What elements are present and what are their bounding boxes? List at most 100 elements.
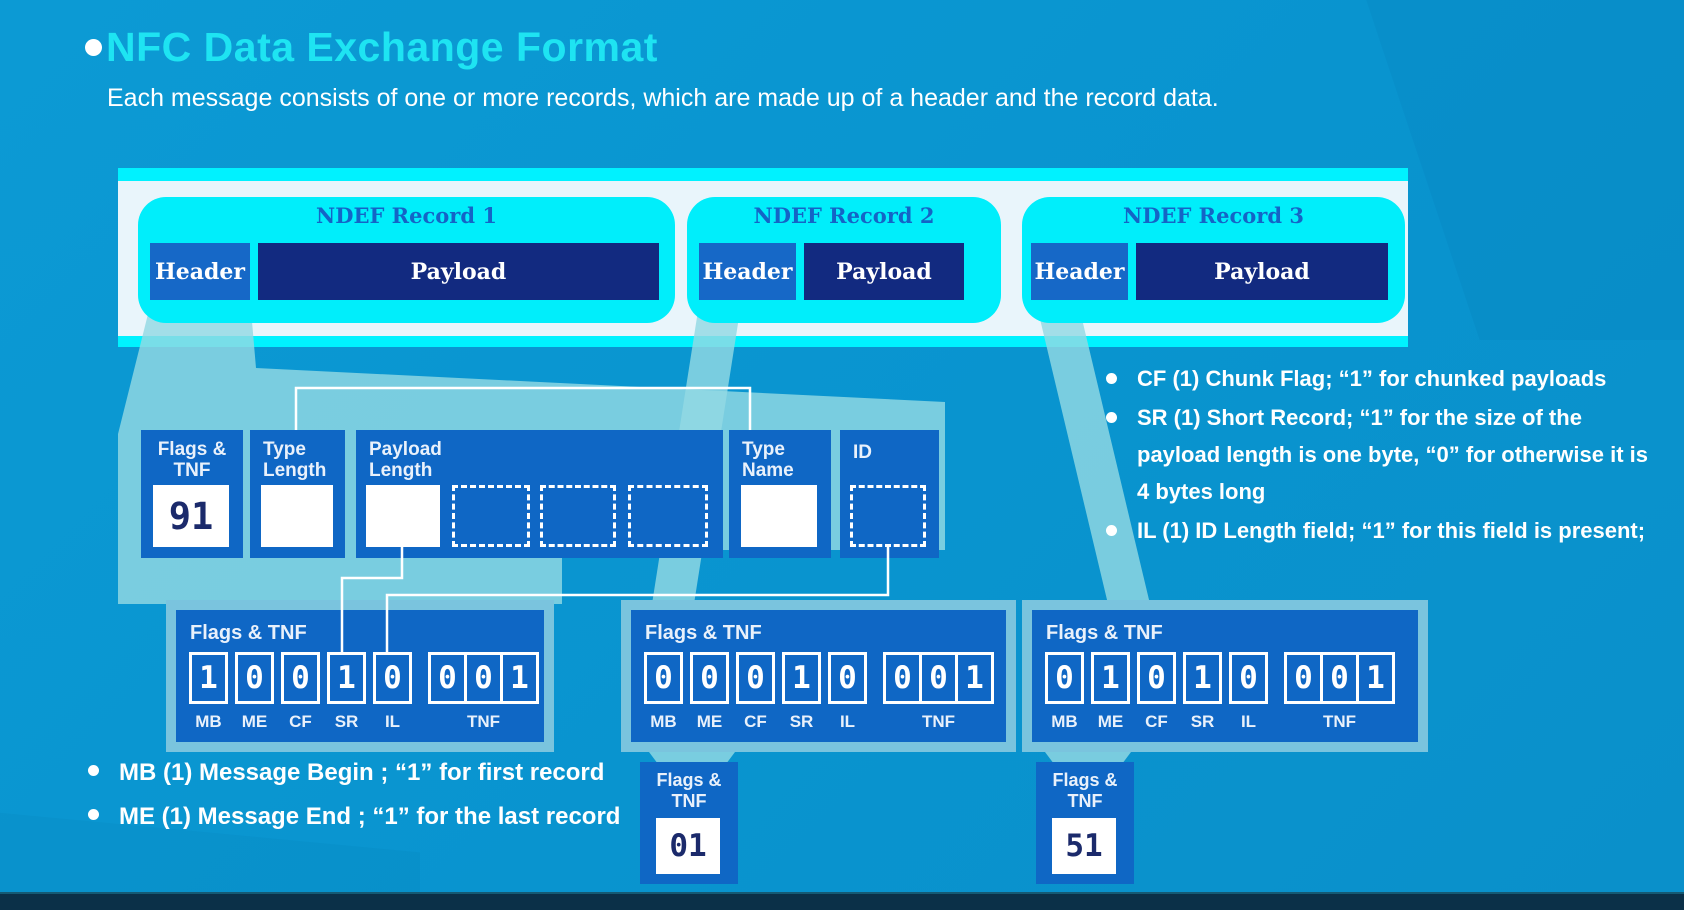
payload-length-optional-byte-1 [452, 485, 530, 547]
flags-group-2: Flags & TNF 0 0 0 1 0 0 0 1 MB ME CF SR … [621, 600, 1016, 752]
flags-group-3: Flags & TNF 0 1 0 1 0 0 0 1 MB ME CF SR … [1022, 600, 1428, 752]
ndef-record-2-title: NDEF Record 2 [753, 203, 935, 228]
flags-group-1: Flags & TNF 1 0 0 1 0 0 0 1 MB ME CF SR … [166, 600, 554, 752]
bit-label-me: ME [241, 712, 268, 731]
record-2-header-box: Header [699, 243, 796, 300]
byte-box-01-label-line2: TNF [671, 791, 707, 811]
note-sr: SR (1) Short Record; “1” for the size of… [1106, 399, 1671, 510]
note-me-text: ME (1) Message End ; “1” for the last re… [119, 803, 621, 830]
byte-box-01-square: 01 [656, 818, 720, 874]
title-bullet-icon [85, 39, 102, 56]
flags-group-1-bits: 1 0 0 1 0 0 0 1 [189, 652, 539, 704]
bit-cf: 0 [736, 652, 775, 704]
record-2-payload-label: Payload [836, 258, 932, 285]
record-2-header-label: Header [702, 258, 793, 285]
flags-group-1-bit-labels: MB ME CF SR IL TNF [189, 712, 539, 732]
flags-group-3-bits: 0 1 0 1 0 0 0 1 [1045, 652, 1395, 704]
bit-label-cf: CF [744, 712, 767, 731]
payload-length-optional-byte-3 [628, 485, 708, 547]
record-2-payload-box: Payload [804, 243, 964, 300]
bit-label-il: IL [1240, 712, 1257, 731]
bit-mb: 0 [644, 652, 683, 704]
bit-sr: 1 [327, 652, 366, 704]
bit-il: 0 [828, 652, 867, 704]
bullet-icon [88, 765, 99, 776]
bullet-icon [1106, 373, 1117, 384]
bit-label-mb: MB [1051, 712, 1078, 731]
id-optional-square [850, 485, 926, 547]
bit-sr: 1 [1183, 652, 1222, 704]
note-mb: MB (1) Message Begin ; “1” for first rec… [88, 752, 648, 794]
record-1-payload-box: Payload [258, 243, 659, 300]
bit-label-me: ME [1097, 712, 1124, 731]
line-id-to-il-bit [385, 547, 890, 652]
line-type-length-to-type-name [294, 386, 752, 430]
field-payload-length-label-line2: Length [369, 460, 433, 481]
bit-tnf-3: 1 [955, 652, 994, 704]
record-1-header-box: Header [150, 243, 250, 300]
ndef-record-3-title: NDEF Record 3 [1123, 203, 1304, 228]
record-3-payload-label: Payload [1214, 258, 1310, 285]
flags-group-3-bit-labels: MB ME CF SR IL TNF [1045, 712, 1395, 732]
field-id-label: ID [853, 442, 872, 463]
bit-label-il: IL [839, 712, 856, 731]
bit-label-sr: SR [1190, 712, 1215, 731]
notes-left: MB (1) Message Begin ; “1” for first rec… [88, 752, 648, 840]
bit-sr: 1 [782, 652, 821, 704]
byte-box-51: Flags & TNF 51 [1036, 762, 1134, 884]
note-cf-text: CF (1) Chunk Flag; “1” for chunked paylo… [1137, 366, 1607, 391]
note-cf: CF (1) Chunk Flag; “1” for chunked paylo… [1106, 360, 1671, 397]
field-type-length-label-line2: Length [263, 460, 327, 481]
bit-label-il: IL [384, 712, 401, 731]
bit-label-tnf: TNF [466, 712, 501, 731]
note-me: ME (1) Message End ; “1” for the last re… [88, 796, 648, 838]
byte-box-01-value: 01 [669, 828, 707, 864]
type-length-value-square [261, 485, 333, 547]
byte-box-51-value: 51 [1065, 828, 1103, 864]
page-title: NFC Data Exchange Format [106, 24, 658, 70]
bit-mb: 0 [1045, 652, 1084, 704]
bit-me: 0 [235, 652, 274, 704]
field-flags-tnf-label-line1: Flags & [157, 439, 227, 460]
note-mb-text: MB (1) Message Begin ; “1” for first rec… [119, 759, 605, 786]
byte-box-51-label-line1: Flags & [1052, 770, 1118, 790]
bit-label-tnf: TNF [921, 712, 956, 731]
flags-tnf-value-square: 91 [153, 485, 229, 547]
flags-group-2-bit-labels: MB ME CF SR IL TNF [644, 712, 994, 732]
record-3-payload-box: Payload [1136, 243, 1388, 300]
bit-label-mb: MB [195, 712, 222, 731]
record-1-header-label: Header [154, 258, 245, 285]
flags-group-1-label: Flags & TNF [190, 622, 307, 644]
bullet-icon [88, 809, 99, 820]
bullet-icon [1106, 412, 1117, 423]
field-type-length-label-line1: Type [263, 439, 306, 460]
bit-label-cf: CF [1145, 712, 1168, 731]
bit-cf: 0 [1137, 652, 1176, 704]
flags-group-3-label: Flags & TNF [1046, 622, 1163, 644]
flags-group-2-bits: 0 0 0 1 0 0 0 1 [644, 652, 994, 704]
bit-label-sr: SR [334, 712, 359, 731]
byte-box-01: Flags & TNF 01 [640, 762, 738, 884]
flags-group-2-label: Flags & TNF [645, 622, 762, 644]
byte-box-51-label-line2: TNF [1067, 791, 1103, 811]
bit-tnf-3: 1 [1356, 652, 1395, 704]
bit-label-tnf: TNF [1322, 712, 1357, 731]
payload-length-value-square [366, 485, 440, 547]
bit-me: 0 [690, 652, 729, 704]
page-subtitle: Each message consists of one or more rec… [107, 84, 1219, 112]
byte-box-01-label-line1: Flags & [656, 770, 722, 790]
bit-label-mb: MB [650, 712, 677, 731]
bit-il: 0 [373, 652, 412, 704]
note-sr-text: SR (1) Short Record; “1” for the size of… [1137, 405, 1648, 504]
field-flags-tnf-label-line2: TNF [173, 460, 211, 481]
field-type-name-label-line2: Name [742, 460, 794, 481]
record-3-header-label: Header [1034, 258, 1125, 285]
field-payload-length-label-line1: Payload [369, 439, 442, 460]
record-1-payload-label: Payload [410, 258, 507, 285]
byte-box-51-square: 51 [1052, 818, 1116, 874]
bit-il: 0 [1229, 652, 1268, 704]
bit-tnf-3: 1 [500, 652, 539, 704]
